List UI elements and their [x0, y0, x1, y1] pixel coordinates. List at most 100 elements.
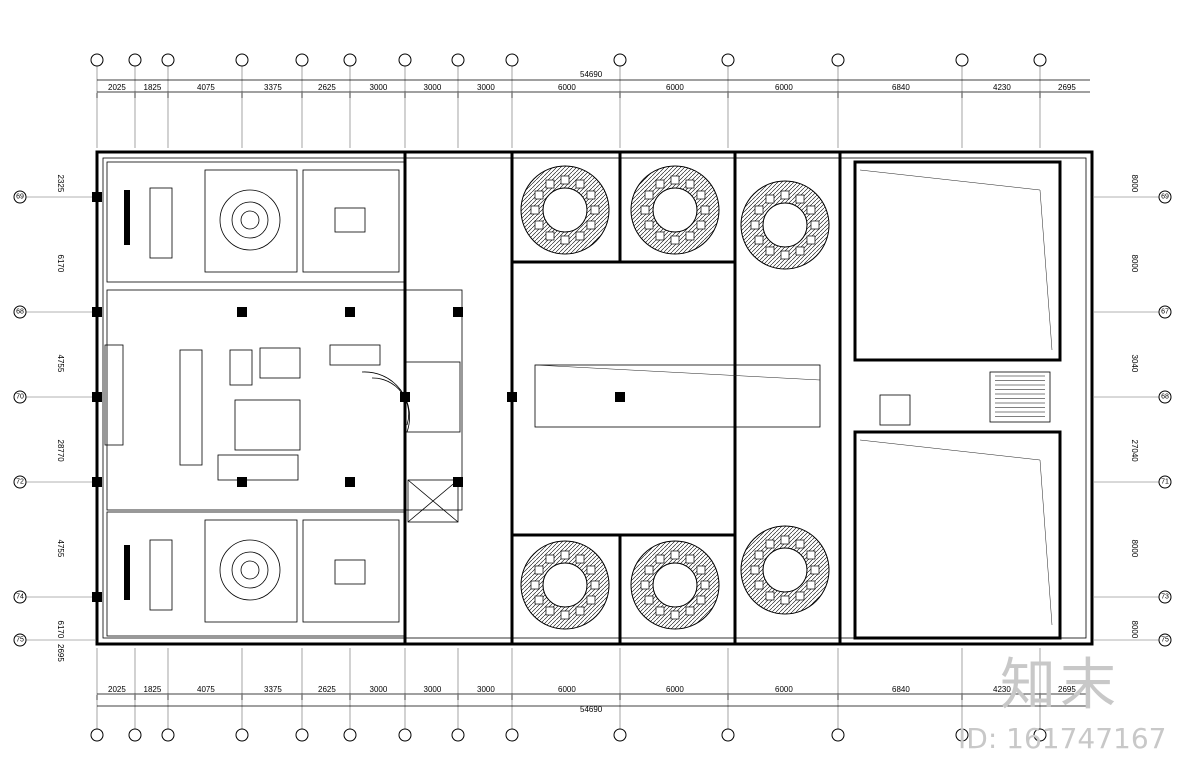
dimension-label: 27040	[1130, 440, 1139, 463]
grid-bubble-bottom	[505, 728, 519, 742]
grid-bubble-bottom	[398, 728, 412, 742]
top-grid-axis	[90, 53, 1047, 67]
dimension-label: 8000	[1130, 255, 1139, 273]
grid-bubble-bottom	[235, 728, 249, 742]
dimension-label: 4755	[56, 540, 65, 558]
grid-bubble-top	[955, 53, 969, 67]
dimension-label: 2625	[318, 685, 336, 694]
grid-bubble-top	[398, 53, 412, 67]
grid-bubble-right: 73	[1158, 590, 1172, 604]
grid-label-left: 68	[16, 309, 24, 316]
structural-column	[92, 192, 102, 202]
dimension-label: 4075	[197, 83, 215, 92]
central-void	[534, 364, 821, 428]
grid-bubble-left: 70	[13, 390, 27, 404]
dimension-label: 3000	[370, 83, 388, 92]
central-service-zone	[104, 289, 463, 523]
dimension-label: 2325	[56, 175, 65, 193]
grid-bubble-top	[613, 53, 627, 67]
structural-column	[400, 392, 410, 402]
vip-room-bottom-left	[106, 511, 406, 637]
grid-bubble-bottom	[831, 728, 845, 742]
grid-bubble-top	[831, 53, 845, 67]
grid-bubble-top	[505, 53, 519, 67]
grid-bubble-top	[1033, 53, 1047, 67]
grid-bubble-right: 67	[1158, 305, 1172, 319]
round-dining-table	[630, 165, 720, 255]
bottom-grid-axis	[90, 728, 1047, 742]
grid-bubble-bottom	[343, 728, 357, 742]
grid-bubble-bottom	[90, 728, 104, 742]
grid-bubble-left: 72	[13, 475, 27, 489]
grid-bubble-left: 74	[13, 590, 27, 604]
grid-bubble-bottom	[721, 728, 735, 742]
grid-bubble-right: 71	[1158, 475, 1172, 489]
grid-label-left: 74	[16, 594, 24, 601]
round-dining-table	[630, 540, 720, 630]
structural-column	[92, 307, 102, 317]
bottom-dimension-line: 54690	[97, 693, 1090, 714]
round-dining-table	[520, 540, 610, 630]
grid-label-left: 75	[16, 637, 24, 644]
dimension-label: 6840	[892, 685, 910, 694]
grid-bubble-top	[451, 53, 465, 67]
top-total-dimension: 54690	[580, 70, 603, 79]
grid-label-left: 72	[16, 479, 24, 486]
dimension-label: 6840	[892, 83, 910, 92]
grid-label-right: 75	[1161, 637, 1169, 644]
dimension-label: 3000	[477, 83, 495, 92]
round-dining-table	[520, 165, 610, 255]
grid-bubble-right: 69	[1158, 190, 1172, 204]
dimension-label: 8000	[1130, 621, 1139, 639]
left-grid-axis: 69 68 70 72 74 75	[13, 190, 27, 647]
dimension-label: 4075	[197, 685, 215, 694]
right-stair	[879, 371, 1051, 426]
grid-label-right: 71	[1161, 479, 1169, 486]
dimension-label: 28770	[56, 440, 65, 463]
grid-bubble-right: 75	[1158, 633, 1172, 647]
structural-column	[345, 307, 355, 317]
dimension-label: 2695	[1058, 83, 1076, 92]
structural-column	[453, 307, 463, 317]
grid-bubble-top	[721, 53, 735, 67]
grid-bubble-bottom	[161, 728, 175, 742]
round-dining-table	[740, 180, 830, 270]
grid-bubble-top	[343, 53, 357, 67]
grid-bubble-bottom	[128, 728, 142, 742]
grid-bubble-top	[128, 53, 142, 67]
right-grid-axis: 69 67 68 71 73 75	[1158, 190, 1172, 647]
dimension-label: 3040	[1130, 355, 1139, 373]
dimension-label: 4230	[993, 685, 1011, 694]
dining-rooms	[512, 152, 830, 644]
grid-label-right: 73	[1161, 594, 1169, 601]
bottom-total-dimension: 54690	[580, 705, 603, 714]
grid-label-right: 67	[1161, 309, 1169, 316]
dimension-label: 3375	[264, 685, 282, 694]
structural-column	[453, 477, 463, 487]
dimension-label: 2695	[1058, 685, 1076, 694]
round-dining-table	[740, 525, 830, 615]
dimension-label: 6000	[558, 685, 576, 694]
grid-bubble-bottom	[295, 728, 309, 742]
dimension-label: 3375	[264, 83, 282, 92]
grid-label-right: 69	[1161, 194, 1169, 201]
watermark-id: ID: 161747167	[958, 722, 1167, 755]
grid-bubble-left: 69	[13, 190, 27, 204]
dimension-label: 1825	[144, 83, 162, 92]
structural-column	[92, 477, 102, 487]
dimension-label: 2025	[108, 83, 126, 92]
dimension-label: 3000	[424, 685, 442, 694]
dimension-label: 8000	[1130, 175, 1139, 193]
dimension-label: 6000	[775, 83, 793, 92]
right-hall-top	[853, 160, 1062, 362]
dimension-label: 3000	[370, 685, 388, 694]
grid-bubble-top	[90, 53, 104, 67]
right-hall-bottom	[853, 430, 1062, 640]
structural-column	[92, 392, 102, 402]
structural-column	[345, 477, 355, 487]
dimension-label: 6000	[558, 83, 576, 92]
grid-bubble-right: 68	[1158, 390, 1172, 404]
watermark-logo: 知末	[1000, 653, 1120, 718]
dimension-label: 2025	[108, 685, 126, 694]
